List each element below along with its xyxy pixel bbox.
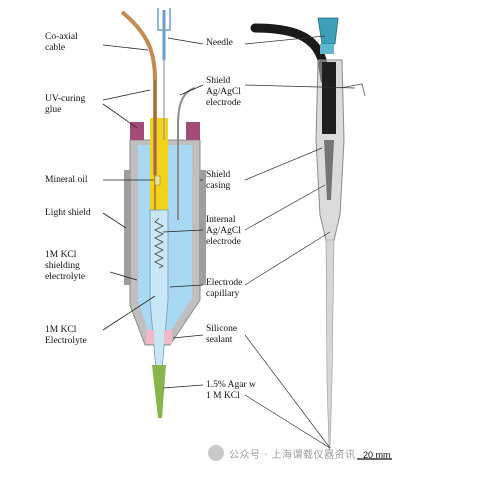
top-seal-left — [130, 122, 144, 140]
needle-fork — [157, 8, 171, 31]
leader-lines-right — [162, 37, 204, 389]
label-kcl-shielding: 1M KCl shielding electrolyte — [45, 250, 86, 282]
label-shield-casing: Shield casing — [206, 170, 231, 191]
photo-electrode-dark — [324, 140, 334, 200]
wechat-icon — [208, 445, 224, 461]
label-kcl-electrolyte: 1M KCl Electrolyte — [45, 325, 87, 346]
internal-electrode-coil — [154, 217, 164, 269]
photo-needle-grip — [320, 44, 334, 54]
electrode-photo — [250, 17, 366, 451]
label-agar: 1.5% Agar w 1 M KCl — [206, 380, 256, 401]
electrode-capillary — [149, 209, 169, 371]
label-needle: Needle — [206, 38, 233, 48]
photo-cable — [250, 23, 330, 85]
label-uv-glue: UV-curing glue — [45, 94, 86, 115]
label-light-shield: Light shield — [45, 208, 91, 218]
top-seal-right — [186, 122, 200, 140]
scale-bar-label: 20 mm — [363, 450, 391, 460]
watermark-text: 公众号 · 上海谓载仪器资讯 — [229, 450, 356, 461]
silicone-sealant-right — [164, 330, 172, 344]
electrode-schematic — [120, 8, 206, 418]
light-shield — [124, 170, 131, 285]
light-shield-right — [199, 170, 206, 285]
label-coaxial-cable: Co-axial cable — [45, 32, 78, 53]
leader-lines-left — [102, 44, 156, 331]
label-silicone-sealant: Silicone sealant — [206, 324, 238, 345]
label-mineral-oil: Mineral oil — [45, 175, 88, 185]
label-internal-electrode: Internal Ag/AgCl electrode — [206, 215, 241, 247]
mineral-oil-bead — [154, 175, 161, 186]
photo-needle-hub — [317, 17, 339, 45]
label-electrode-capillary: Electrode capillary — [206, 278, 243, 299]
photo-dark-core — [322, 62, 336, 134]
agar-tip — [152, 365, 166, 418]
uv-glue — [150, 118, 168, 218]
coaxial-cable — [120, 10, 157, 175]
silicone-sealant-left — [146, 330, 154, 344]
photo-capillary — [325, 239, 335, 451]
label-shield-electrode: Shield Ag/AgCl electrode — [206, 76, 241, 108]
shield-electrode-wire — [177, 87, 196, 220]
photo-shield-wire — [339, 83, 366, 97]
photo-connectors — [244, 35, 356, 449]
